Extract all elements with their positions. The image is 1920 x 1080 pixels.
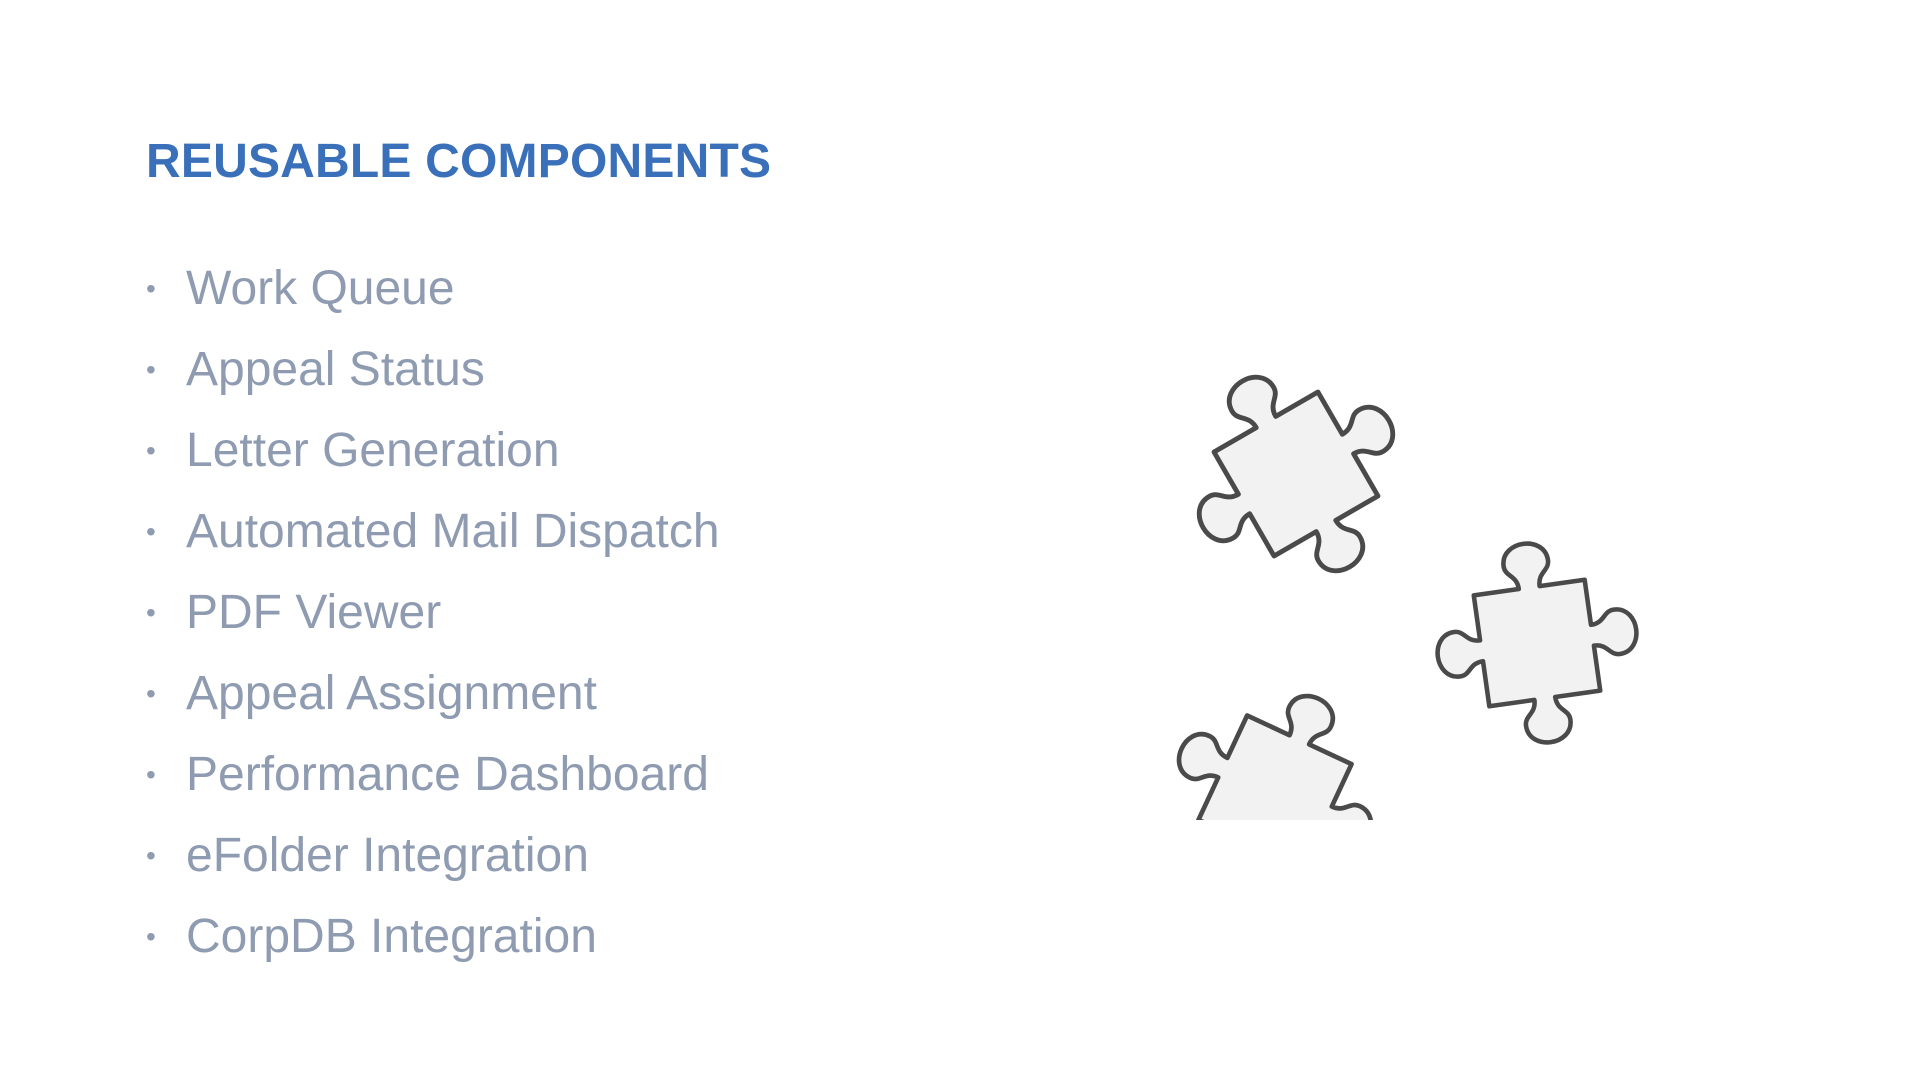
- list-item: • Work Queue: [146, 248, 720, 329]
- list-item-label: Performance Dashboard: [186, 748, 709, 801]
- bullet-icon: •: [146, 839, 156, 871]
- list-item: • Appeal Assignment: [146, 653, 720, 734]
- list-item-label: eFolder Integration: [186, 829, 589, 882]
- bullet-icon: •: [146, 596, 156, 628]
- bullet-icon: •: [146, 677, 156, 709]
- list-item: • Appeal Status: [146, 329, 720, 410]
- bullet-icon: •: [146, 353, 156, 385]
- slide-title: REUSABLE COMPONENTS: [146, 135, 772, 188]
- puzzle-piece-top: [1196, 374, 1396, 574]
- puzzle-piece-bottom: [1176, 693, 1374, 820]
- list-item-label: PDF Viewer: [186, 586, 442, 639]
- list-item-label: Letter Generation: [186, 424, 560, 477]
- list-item: • PDF Viewer: [146, 572, 720, 653]
- bullet-icon: •: [146, 515, 156, 547]
- bullet-icon: •: [146, 758, 156, 790]
- list-item: • Performance Dashboard: [146, 734, 720, 815]
- component-list: • Work Queue • Appeal Status • Letter Ge…: [146, 248, 720, 977]
- list-item: • Automated Mail Dispatch: [146, 491, 720, 572]
- puzzle-pieces-icon: [1176, 374, 1639, 820]
- list-item: • Letter Generation: [146, 410, 720, 491]
- puzzle-piece-right: [1435, 541, 1639, 745]
- bullet-icon: •: [146, 272, 156, 304]
- list-item-label: Automated Mail Dispatch: [186, 505, 720, 558]
- bullet-icon: •: [146, 920, 156, 952]
- list-item: • CorpDB Integration: [146, 896, 720, 977]
- list-item-label: Appeal Status: [186, 343, 485, 396]
- list-item-label: Work Queue: [186, 262, 455, 315]
- list-item-label: Appeal Assignment: [186, 667, 597, 720]
- list-item-label: CorpDB Integration: [186, 910, 597, 963]
- list-item: • eFolder Integration: [146, 815, 720, 896]
- bullet-icon: •: [146, 434, 156, 466]
